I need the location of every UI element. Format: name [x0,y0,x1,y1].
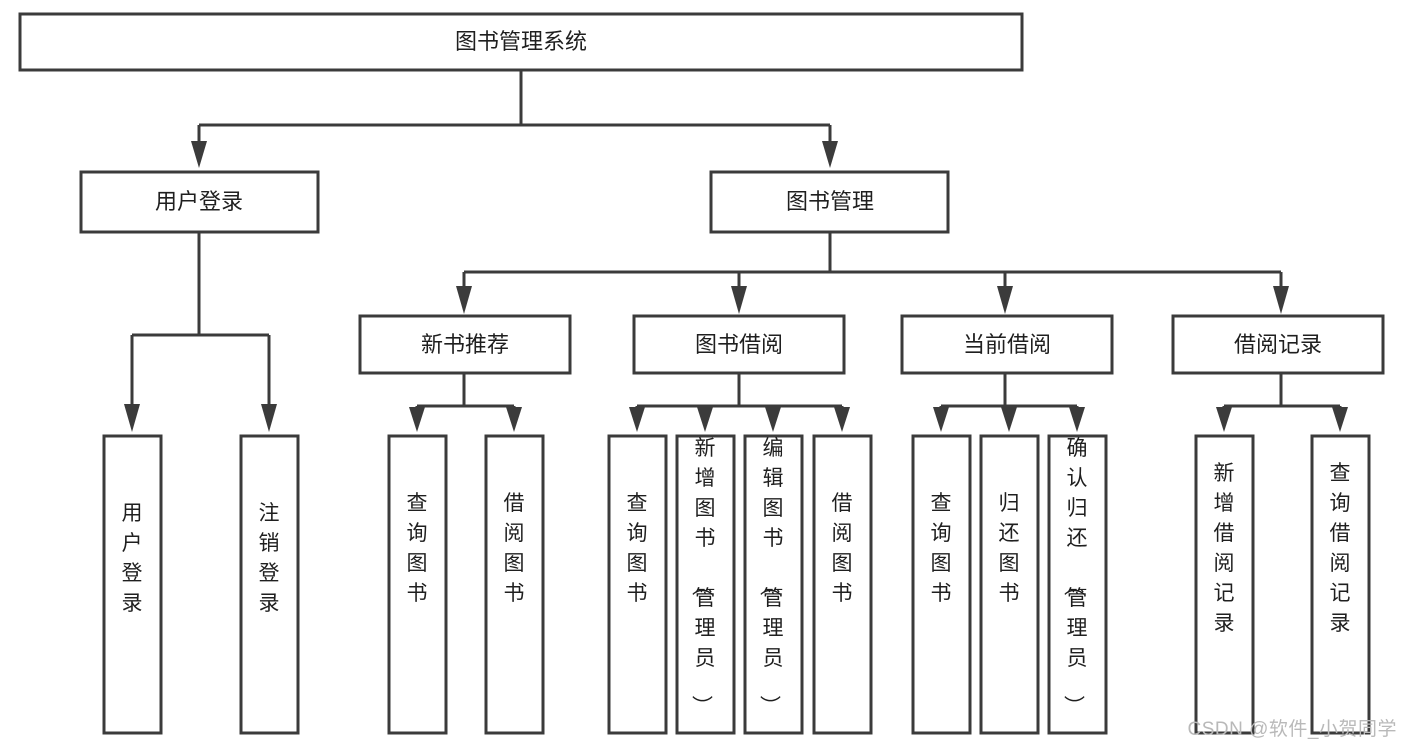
arrow-user-login-leaf-0 [124,404,140,432]
node-book-borrow[interactable]: 图书借阅 [632,314,846,375]
leaf-box[interactable] [1310,434,1371,735]
root-label: 图书管理系统 [455,29,587,54]
leaf-book-borrow-2[interactable]: 编辑图书（管理员） [743,434,804,735]
leaf-label: 编辑图书（管理员） [758,437,784,716]
arrow-root-to-user-login [191,141,207,168]
borrow-record-label: 借阅记录 [1234,332,1322,357]
arrow-book-mgmt-to-record [1273,286,1289,314]
new-book-recommend-label: 新书推荐 [421,332,509,357]
arrow-root-to-book-mgmt [822,141,838,168]
leaf-new-book-1[interactable]: 借阅图书 [484,434,545,735]
current-borrow-box[interactable] [900,314,1114,375]
node-new-book-recommend[interactable]: 新书推荐 [358,314,572,375]
csdn-watermark: CSDN @软件_小贺同学 [1187,719,1397,740]
leaf-user-login-0[interactable]: 用户登录 [102,434,163,735]
leaf-label: 用户登录 [122,502,143,615]
leaf-book-borrow-1[interactable]: 新增图书（管理员） [675,434,736,735]
leaf-current-borrow-0[interactable]: 查询图书 [911,434,972,735]
root-box[interactable] [18,12,1024,72]
leaf-book-borrow-0[interactable]: 查询图书 [607,434,668,735]
arrow-borrow-leaf-0 [629,407,645,432]
leaf-label: 借阅图书 [504,492,525,605]
node-book-management[interactable]: 图书管理 [709,170,950,234]
leaf-box[interactable] [1047,434,1108,735]
leaf-box[interactable] [102,434,163,735]
leaf-box[interactable] [387,434,448,735]
leaf-label: 新增图书（管理员） [690,437,716,716]
leaf-box[interactable] [239,434,300,735]
leaf-box[interactable] [979,434,1040,735]
leaf-current-borrow-2[interactable]: 确认归还（管理员） [1047,434,1108,735]
arrow-current-leaf-2 [1069,407,1085,432]
arrow-borrow-leaf-1 [697,407,713,432]
book-management-label: 图书管理 [786,189,874,214]
arrow-borrow-leaf-3 [834,407,850,432]
leaf-box[interactable] [743,434,804,735]
node-current-borrow[interactable]: 当前借阅 [900,314,1114,375]
leaf-user-login-1[interactable]: 注销登录 [239,434,300,735]
arrow-new-book-leaf-0 [409,407,425,432]
user-login-label: 用户登录 [155,189,243,214]
arrow-book-mgmt-to-current [997,286,1013,314]
leaf-box[interactable] [607,434,668,735]
arrow-new-book-leaf-1 [506,407,522,432]
current-borrow-label: 当前借阅 [963,332,1051,357]
leaf-borrow-record-0[interactable]: 新增借阅记录 [1194,434,1255,735]
book-management-box[interactable] [709,170,950,234]
leaf-box[interactable] [1194,434,1255,735]
borrow-record-box[interactable] [1171,314,1385,375]
arrow-record-leaf-0 [1216,407,1232,432]
leaf-label: 查询图书 [931,492,952,605]
node-root[interactable]: 图书管理系统 [18,12,1024,72]
leaf-box[interactable] [484,434,545,735]
leaf-label: 确认归还（管理员） [1062,437,1088,716]
arrow-book-mgmt-to-new-book [456,286,472,314]
leaf-box[interactable] [675,434,736,735]
leaf-label: 查询图书 [407,492,428,605]
arrow-borrow-leaf-2 [765,407,781,432]
node-user-login[interactable]: 用户登录 [79,170,320,234]
arrow-record-leaf-1 [1332,407,1348,432]
leaf-box[interactable] [911,434,972,735]
arrow-book-mgmt-to-borrow [731,286,747,314]
leaf-label: 查询借阅记录 [1330,462,1351,635]
leaf-box[interactable] [812,434,873,735]
leaf-label: 注销登录 [259,502,280,615]
book-borrow-label: 图书借阅 [695,332,783,357]
arrow-current-leaf-0 [933,407,949,432]
leaf-label: 归还图书 [999,492,1020,605]
leaf-label: 查询图书 [627,492,648,605]
user-login-box[interactable] [79,170,320,234]
connector-layer [124,70,1348,432]
arrow-current-leaf-1 [1001,407,1017,432]
new-book-recommend-box[interactable] [358,314,572,375]
leaf-current-borrow-1[interactable]: 归还图书 [979,434,1040,735]
arrow-user-login-leaf-1 [261,404,277,432]
leaf-new-book-0[interactable]: 查询图书 [387,434,448,735]
leaf-label: 借阅图书 [832,492,853,605]
book-borrow-box[interactable] [632,314,846,375]
leaf-borrow-record-1[interactable]: 查询借阅记录 [1310,434,1371,735]
leaf-book-borrow-3[interactable]: 借阅图书 [812,434,873,735]
leaf-label: 新增借阅记录 [1214,462,1235,635]
node-borrow-record[interactable]: 借阅记录 [1171,314,1385,375]
